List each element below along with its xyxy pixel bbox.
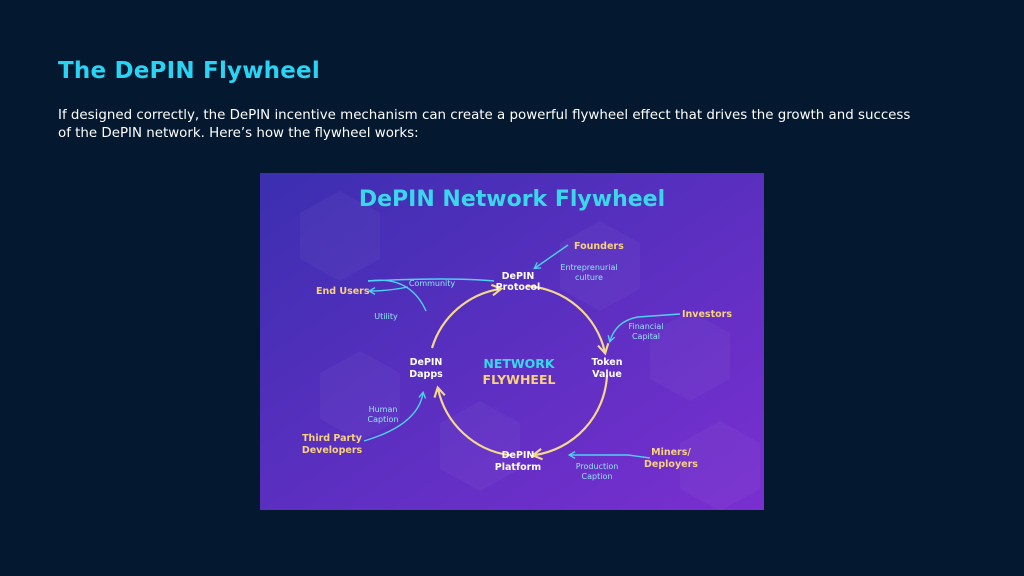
node-protocol-line1: DePIN [502, 271, 535, 282]
ring-arc-platform-to-dapps [433, 385, 511, 457]
edge-label-entrepreneurial-line2: culture [575, 273, 603, 282]
edge-label-human-line1: Human [369, 405, 398, 414]
node-token-line2: Value [592, 369, 622, 380]
ring-arc-token-to-platform [530, 375, 609, 461]
node-protocol-line2: Protocol [496, 282, 541, 293]
edge-label-financial-line1: Financial [628, 322, 663, 331]
edge-label-entrepreneurial-line1: Entreprenurial [560, 263, 617, 272]
slide-description: If designed correctly, the DePIN incenti… [58, 108, 911, 141]
node-platform-line1: DePIN [502, 450, 535, 461]
connector-utility [367, 279, 427, 312]
connector-investors [607, 313, 681, 344]
actor-miners-line1: Miners/ [651, 447, 691, 458]
connector-founders [533, 244, 569, 270]
flywheel-diagram: DePIN Network Flywheel DePIN Protocol To… [260, 173, 764, 510]
center-label-line2: FLYWHEEL [483, 372, 556, 387]
node-platform-line2: Platform [495, 462, 542, 473]
edge-label-utility: Utility [374, 312, 398, 321]
edge-label-production-line1: Production [576, 462, 619, 471]
actor-founders: Founders [574, 241, 624, 252]
center-label-line1: NETWORK [483, 356, 556, 371]
node-dapps-line1: DePIN [410, 357, 443, 368]
flywheel-figure: DePIN Network Flywheel DePIN Protocol To… [260, 173, 764, 510]
node-dapps-line2: Dapps [409, 369, 443, 380]
connector-end-users-arrow [367, 286, 409, 295]
diagram-title: DePIN Network Flywheel [359, 187, 665, 212]
ring-arc-protocol-to-token [526, 285, 610, 356]
actor-investors: Investors [682, 309, 732, 320]
slide-title: The DePIN Flywheel [58, 58, 320, 84]
actor-developers-line2: Developers [302, 445, 363, 456]
node-token-line1: Token [591, 357, 622, 368]
actor-developers-line1: Third Party [302, 433, 363, 444]
edge-label-production-line2: Caption [582, 472, 613, 481]
connector-developers [363, 390, 427, 442]
edge-label-financial-line2: Capital [632, 332, 660, 341]
actor-end-users: End Users [316, 286, 370, 297]
actor-miners-line2: Deployers [644, 459, 698, 470]
diagram-background [260, 173, 764, 510]
connector-miners [567, 451, 651, 459]
edge-label-community: Community [409, 279, 456, 288]
edge-label-human-line2: Caption [368, 415, 399, 424]
ring-arc-dapps-to-protocol [430, 283, 504, 349]
